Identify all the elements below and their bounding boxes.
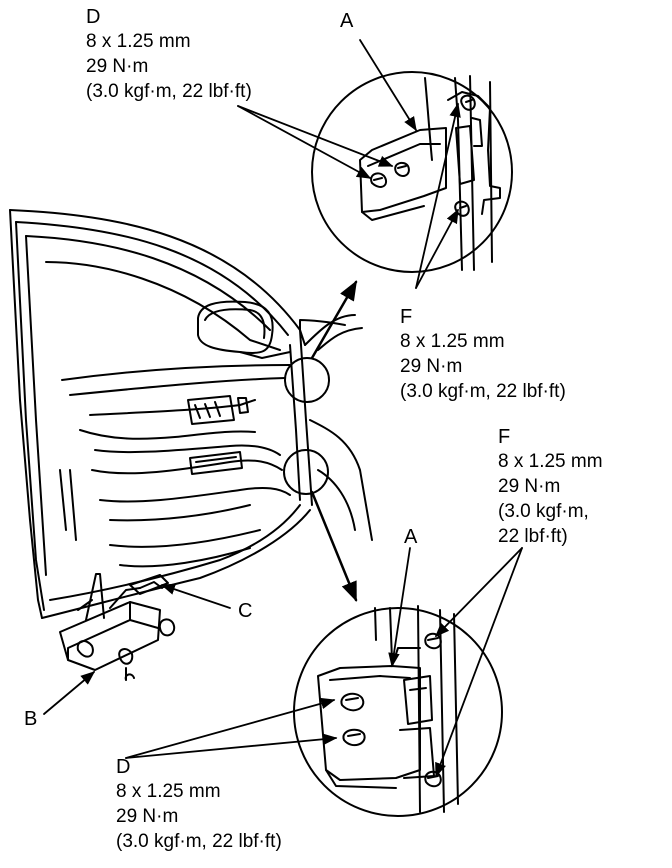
callout-d-top-size: 8 x 1.25 mm [86,31,191,52]
upper-hinge-detail [311,71,513,273]
vehicle-door-outline [9,209,373,619]
upper-detail-arrow [310,280,358,360]
callout-d-bottom-torque-alt: (3.0 kgf·m, 22 lbf·ft) [116,831,282,852]
leader-lines [43,39,523,778]
floor-jack [59,573,176,681]
callout-d-bottom-torque: 29 N·m [116,806,179,827]
callout-f-lower-torque: 29 N·m [498,476,561,497]
callout-f-lower-letter: F [498,426,511,448]
callout-d-bottom-size: 8 x 1.25 mm [116,781,221,802]
lower-hinge-detail [293,605,503,817]
lower-detail-arrow [310,490,358,602]
callout-f-mid-torque: 29 N·m [400,356,463,377]
lower-hinge-marker [283,449,329,495]
callout-a-top-letter: A [340,10,354,32]
callout-d-bottom-letter: D [116,756,131,778]
callout-d-top-torque-alt: (3.0 kgf·m, 22 lbf·ft) [86,81,252,102]
upper-hinge-marker [284,357,330,403]
callout-b-letter: B [24,708,38,730]
callout-f-mid-torque-alt: (3.0 kgf·m, 22 lbf·ft) [400,381,566,402]
callout-d-top-letter: D [86,6,101,28]
callout-f-lower-size: 8 x 1.25 mm [498,451,603,472]
callout-f-lower-torque-alt-2: 22 lbf·ft) [498,526,568,547]
callout-a-lower-letter: A [404,526,418,548]
callout-f-lower-torque-alt-1: (3.0 kgf·m, [498,501,589,522]
callout-f-mid-size: 8 x 1.25 mm [400,331,505,352]
callout-f-mid-letter: F [400,306,413,328]
callout-c-letter: C [238,600,253,622]
callout-d-top-torque: 29 N·m [86,56,149,77]
